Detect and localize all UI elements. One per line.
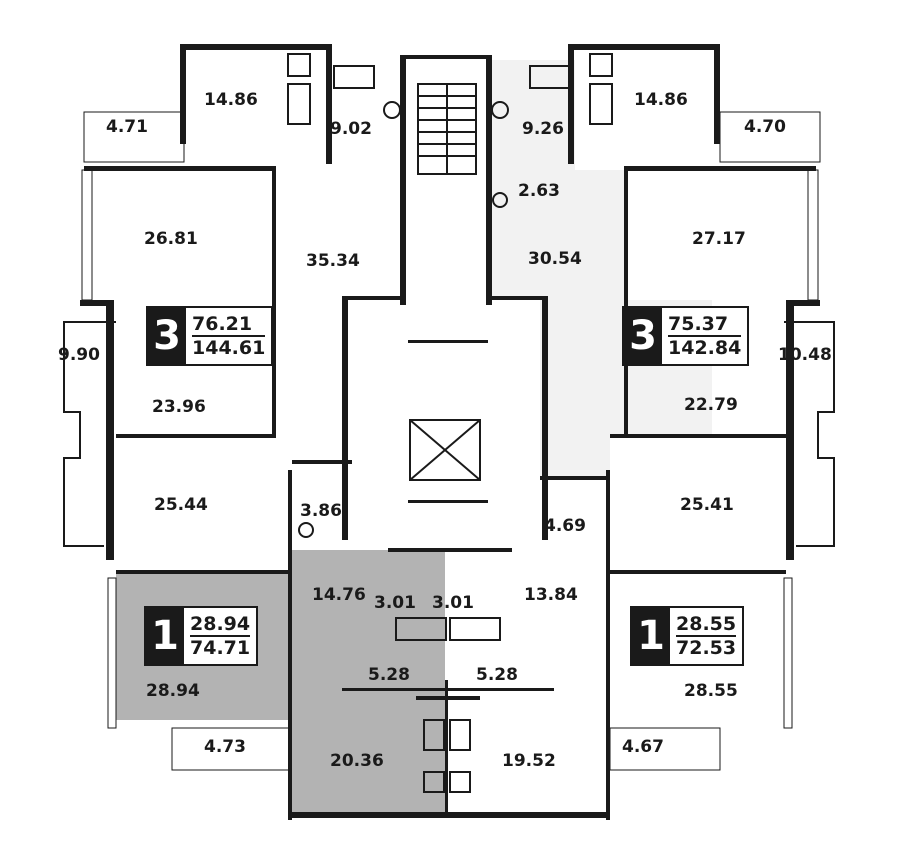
- room-area-label: 4.67: [622, 737, 664, 757]
- apartment-badge-3a[interactable]: 3 76.21 144.61: [146, 306, 274, 366]
- room-area-label: 13.84: [524, 585, 578, 605]
- room-area-label: 4.70: [744, 117, 786, 137]
- apartment-badge-1a[interactable]: 1 28.94 74.71: [144, 606, 259, 666]
- stairwell: [417, 83, 477, 175]
- room-area-label: 25.41: [680, 495, 734, 515]
- room-area-label: 9.02: [330, 119, 372, 139]
- room-area-label: 19.52: [502, 751, 556, 771]
- room-area-label: 28.94: [146, 681, 200, 701]
- living-area: 28.94: [190, 613, 251, 635]
- room-area-label: 26.81: [144, 229, 198, 249]
- living-area: 28.55: [676, 613, 737, 635]
- room-area-label: 27.17: [692, 229, 746, 249]
- room-area-label: 4.73: [204, 737, 246, 757]
- room-labels: 14.86 9.02 9.26 14.86 4.71 4.70 2.63 26.…: [58, 90, 832, 771]
- balconies: [63, 111, 835, 771]
- room-area-label: 20.36: [330, 751, 384, 771]
- total-area: 142.84: [668, 335, 742, 359]
- total-area: 144.61: [192, 335, 266, 359]
- room-area-label: 10.48: [778, 345, 832, 365]
- room-count: 1: [632, 608, 670, 664]
- room-area-label: 5.28: [476, 665, 518, 685]
- room-area-label: 14.76: [312, 585, 366, 605]
- room-area-label: 2.63: [518, 181, 560, 201]
- room-area-label: 4.69: [544, 516, 586, 536]
- living-area: 76.21: [192, 313, 253, 335]
- room-area-label: 35.34: [306, 251, 360, 271]
- living-area: 75.37: [668, 313, 729, 335]
- walls: [80, 44, 820, 820]
- room-area-label: 14.86: [204, 90, 258, 110]
- room-area-label: 9.26: [522, 119, 564, 139]
- room-area-label: 22.79: [684, 395, 738, 415]
- room-area-label: 25.44: [154, 495, 208, 515]
- room-count: 3: [148, 308, 186, 364]
- room-area-label: 9.90: [58, 345, 100, 365]
- room-count: 3: [624, 308, 662, 364]
- room-area-label: 5.28: [368, 665, 410, 685]
- room-area-label: 30.54: [528, 249, 582, 269]
- total-area: 74.71: [190, 635, 251, 659]
- total-area: 72.53: [676, 635, 737, 659]
- room-count: 1: [146, 608, 184, 664]
- elevator-shaft: [409, 419, 481, 481]
- room-area-label: 3.86: [300, 501, 342, 521]
- room-area-label: 23.96: [152, 397, 206, 417]
- room-area-label: 3.01: [432, 593, 474, 613]
- room-area-label: 4.71: [106, 117, 148, 137]
- room-area-label: 28.55: [684, 681, 738, 701]
- apartment-badge-3b[interactable]: 3 75.37 142.84: [622, 306, 750, 366]
- room-area-label: 3.01: [374, 593, 416, 613]
- room-area-label: 14.86: [634, 90, 688, 110]
- apartment-badge-1b[interactable]: 1 28.55 72.53: [630, 606, 745, 666]
- fixtures: [287, 53, 613, 793]
